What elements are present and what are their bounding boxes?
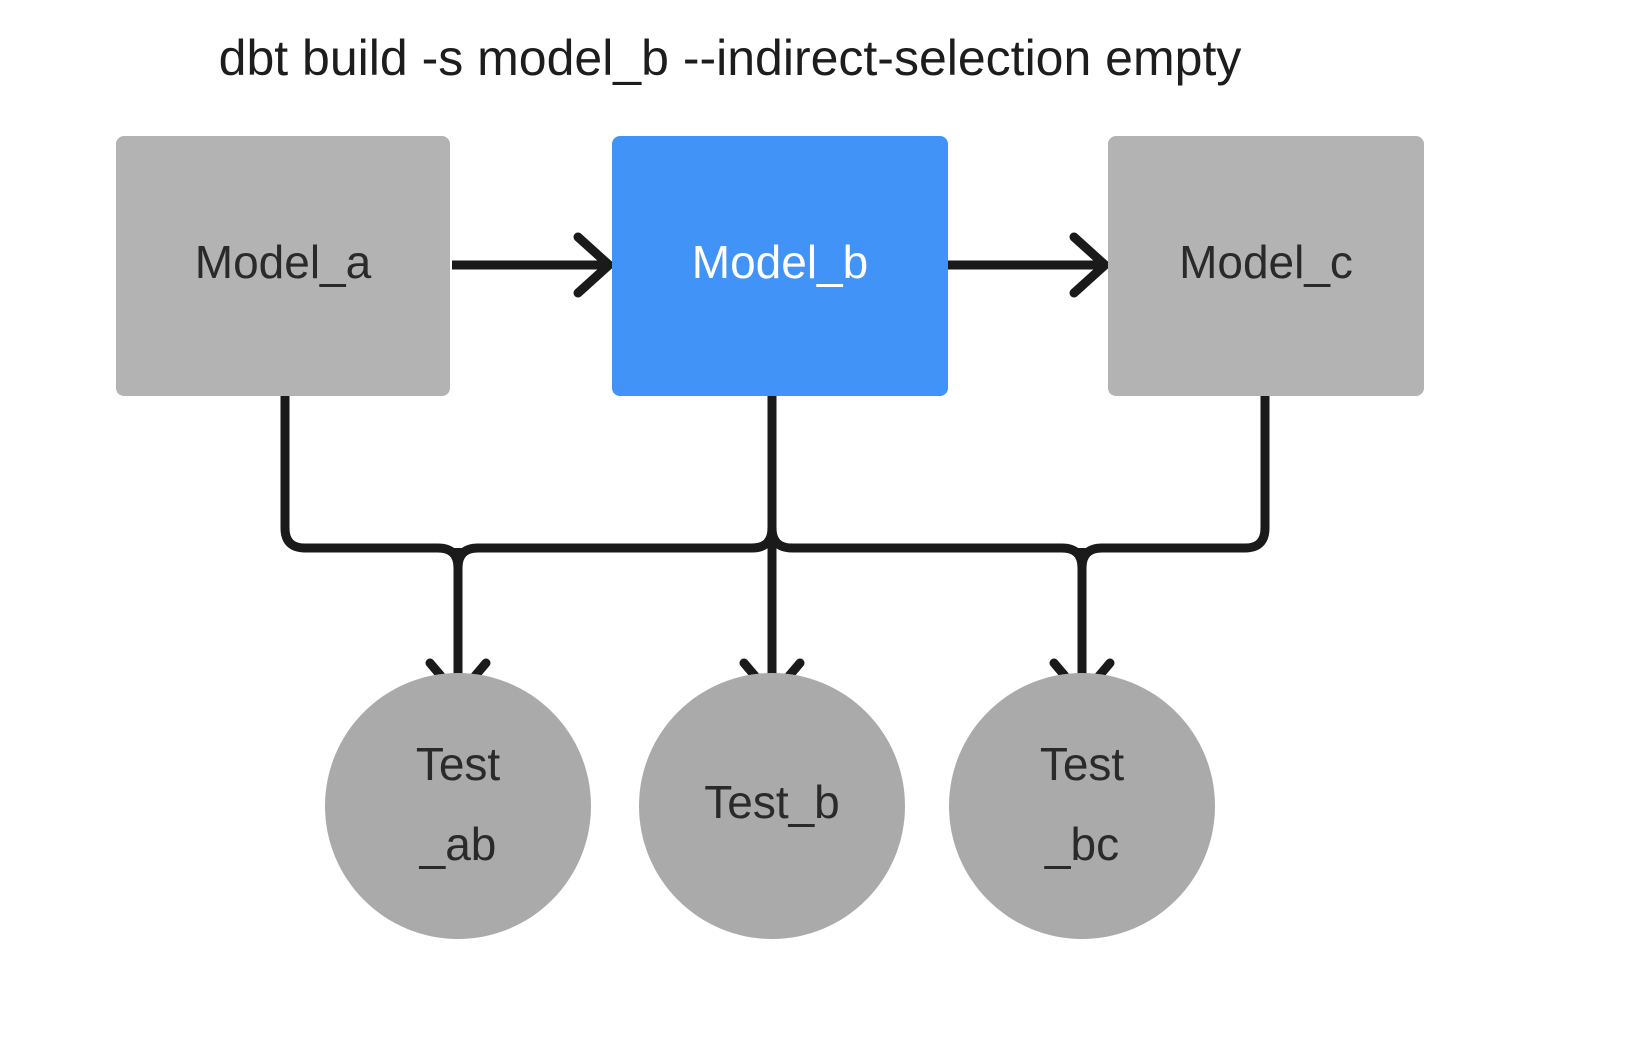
test-node-test-ab[interactable]: Test _ab (325, 673, 591, 939)
model-node-model-b[interactable]: Model_b (612, 136, 948, 396)
test-node-test-bc[interactable]: Test _bc (949, 673, 1215, 939)
test-bc-label-line1: Test (1040, 738, 1125, 790)
edge-model-a-to-test-ab (280, 396, 463, 569)
model-b-label: Model_b (692, 236, 868, 288)
edge-model-c-to-test-bc (1077, 396, 1270, 569)
test-b-shape[interactable] (639, 673, 905, 939)
model-node-model-a[interactable]: Model_a (116, 136, 450, 396)
edge-model-b-to-test-ab (453, 396, 777, 569)
test-ab-label-line2: _ab (419, 818, 497, 870)
model-a-label: Model_a (195, 236, 372, 288)
model-c-label: Model_c (1179, 236, 1353, 288)
edge-model-b-to-model-c (948, 232, 1110, 298)
test-ab-label-line1: Test (416, 738, 501, 790)
test-node-test-b[interactable]: Test_b (639, 673, 905, 939)
test-bc-label-line2: _bc (1044, 818, 1119, 870)
model-c-shape[interactable] (1108, 136, 1424, 396)
model-node-model-c[interactable]: Model_c (1108, 136, 1424, 396)
test-b-label-line1: Test_b (704, 776, 840, 828)
edge-model-a-to-model-b (452, 232, 614, 298)
page-title: dbt build -s model_b --indirect-selectio… (219, 30, 1242, 86)
test-bc-shape[interactable] (949, 673, 1215, 939)
model-b-shape[interactable] (612, 136, 948, 396)
edge-model-b-to-test-bc (767, 527, 1087, 569)
model-a-shape[interactable] (116, 136, 450, 396)
test-ab-shape[interactable] (325, 673, 591, 939)
